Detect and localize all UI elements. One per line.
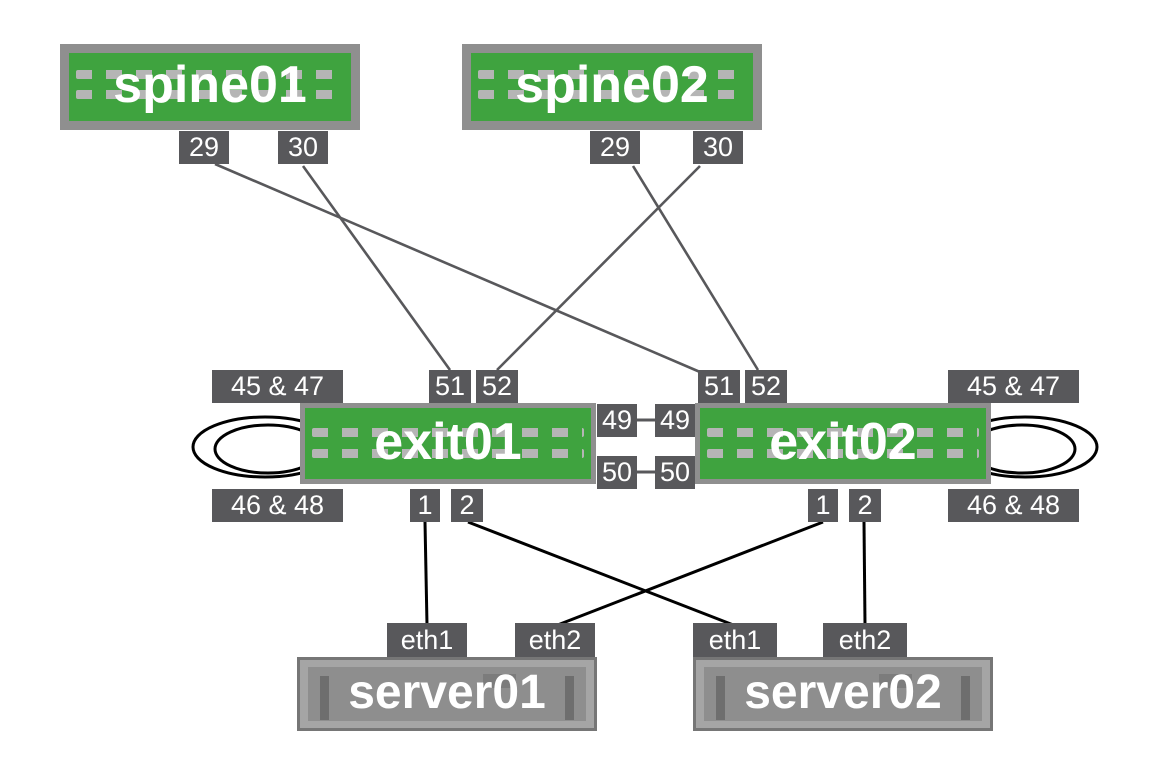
port-label-exit02-46-48: 46 & 48 — [948, 489, 1079, 522]
node-exit02: exit02 — [695, 403, 991, 484]
node-server01: server01 — [297, 657, 597, 731]
port-label-exit02-49: 49 — [655, 404, 695, 437]
port-label-exit01-51: 51 — [429, 370, 471, 403]
switch-ports-texture — [707, 428, 979, 437]
server-bezel — [308, 667, 586, 721]
port-label-spine02-29: 29 — [590, 131, 640, 164]
port-label-exit01-49: 49 — [597, 404, 637, 437]
port-label-exit01-52: 52 — [476, 370, 518, 403]
port-label-server02-eth1: eth1 — [693, 623, 777, 657]
server-bezel-bar — [320, 676, 329, 720]
port-label-exit02-51: 51 — [698, 370, 740, 403]
port-label-exit02-52: 52 — [745, 370, 787, 403]
server-handle — [879, 674, 912, 688]
node-server02: server02 — [693, 657, 993, 731]
node-spine01: spine01 — [60, 44, 360, 130]
port-label-exit01-45-47: 45 & 47 — [212, 370, 343, 403]
node-label-spine02: spine02 — [515, 56, 709, 114]
port-label-server01-eth1: eth1 — [387, 623, 467, 657]
link-spine02-29-exit02-52 — [631, 165, 760, 371]
switch-ports-texture — [478, 70, 746, 79]
port-label-server01-eth2: eth2 — [515, 623, 595, 657]
switch-ports-texture — [478, 90, 746, 99]
port-label-exit01-1: 1 — [410, 489, 440, 522]
link-spine01-29-exit02-51 — [214, 162, 701, 374]
link-exit01-1-server01-eth1 — [423, 521, 429, 626]
server-bezel-bar — [565, 676, 574, 720]
link-exit02-2-server02-eth2 — [862, 521, 867, 626]
server-bezel-bar — [961, 676, 970, 720]
port-label-spine01-30: 30 — [278, 131, 328, 164]
server-bezel — [704, 667, 982, 721]
switch-ports-texture — [76, 90, 344, 99]
port-label-exit02-50: 50 — [655, 456, 695, 489]
port-label-exit01-50: 50 — [597, 456, 637, 489]
link-spine02-30-exit01-52 — [496, 165, 701, 371]
node-label-server02: server02 — [744, 666, 942, 719]
server-bezel-bar — [716, 676, 725, 720]
switch-ports-texture — [312, 449, 584, 458]
port-label-exit02-45-47: 45 & 47 — [948, 370, 1079, 403]
link-spine01-30-exit01-51 — [301, 165, 452, 371]
switch-ports-texture — [76, 70, 344, 79]
node-label-exit01: exit01 — [374, 412, 522, 471]
port-label-spine01-29: 29 — [179, 131, 229, 164]
port-label-server02-eth2: eth2 — [823, 623, 907, 657]
port-label-exit01-46-48: 46 & 48 — [212, 489, 343, 522]
node-label-exit02: exit02 — [769, 412, 917, 471]
node-spine02: spine02 — [462, 44, 762, 130]
node-exit01: exit01 — [300, 403, 596, 484]
node-label-spine01: spine01 — [113, 56, 307, 114]
switch-ports-texture — [707, 449, 979, 458]
port-label-exit01-2: 2 — [451, 489, 483, 522]
port-label-exit02-1: 1 — [808, 489, 838, 522]
port-label-exit02-2: 2 — [849, 489, 881, 522]
link-exit01-2-server02-eth1 — [467, 520, 737, 628]
node-label-server01: server01 — [348, 666, 546, 719]
server-handle — [483, 674, 516, 688]
port-label-spine02-30: 30 — [693, 131, 743, 164]
switch-ports-texture — [312, 428, 584, 437]
link-exit02-1-server01-eth2 — [554, 520, 824, 628]
